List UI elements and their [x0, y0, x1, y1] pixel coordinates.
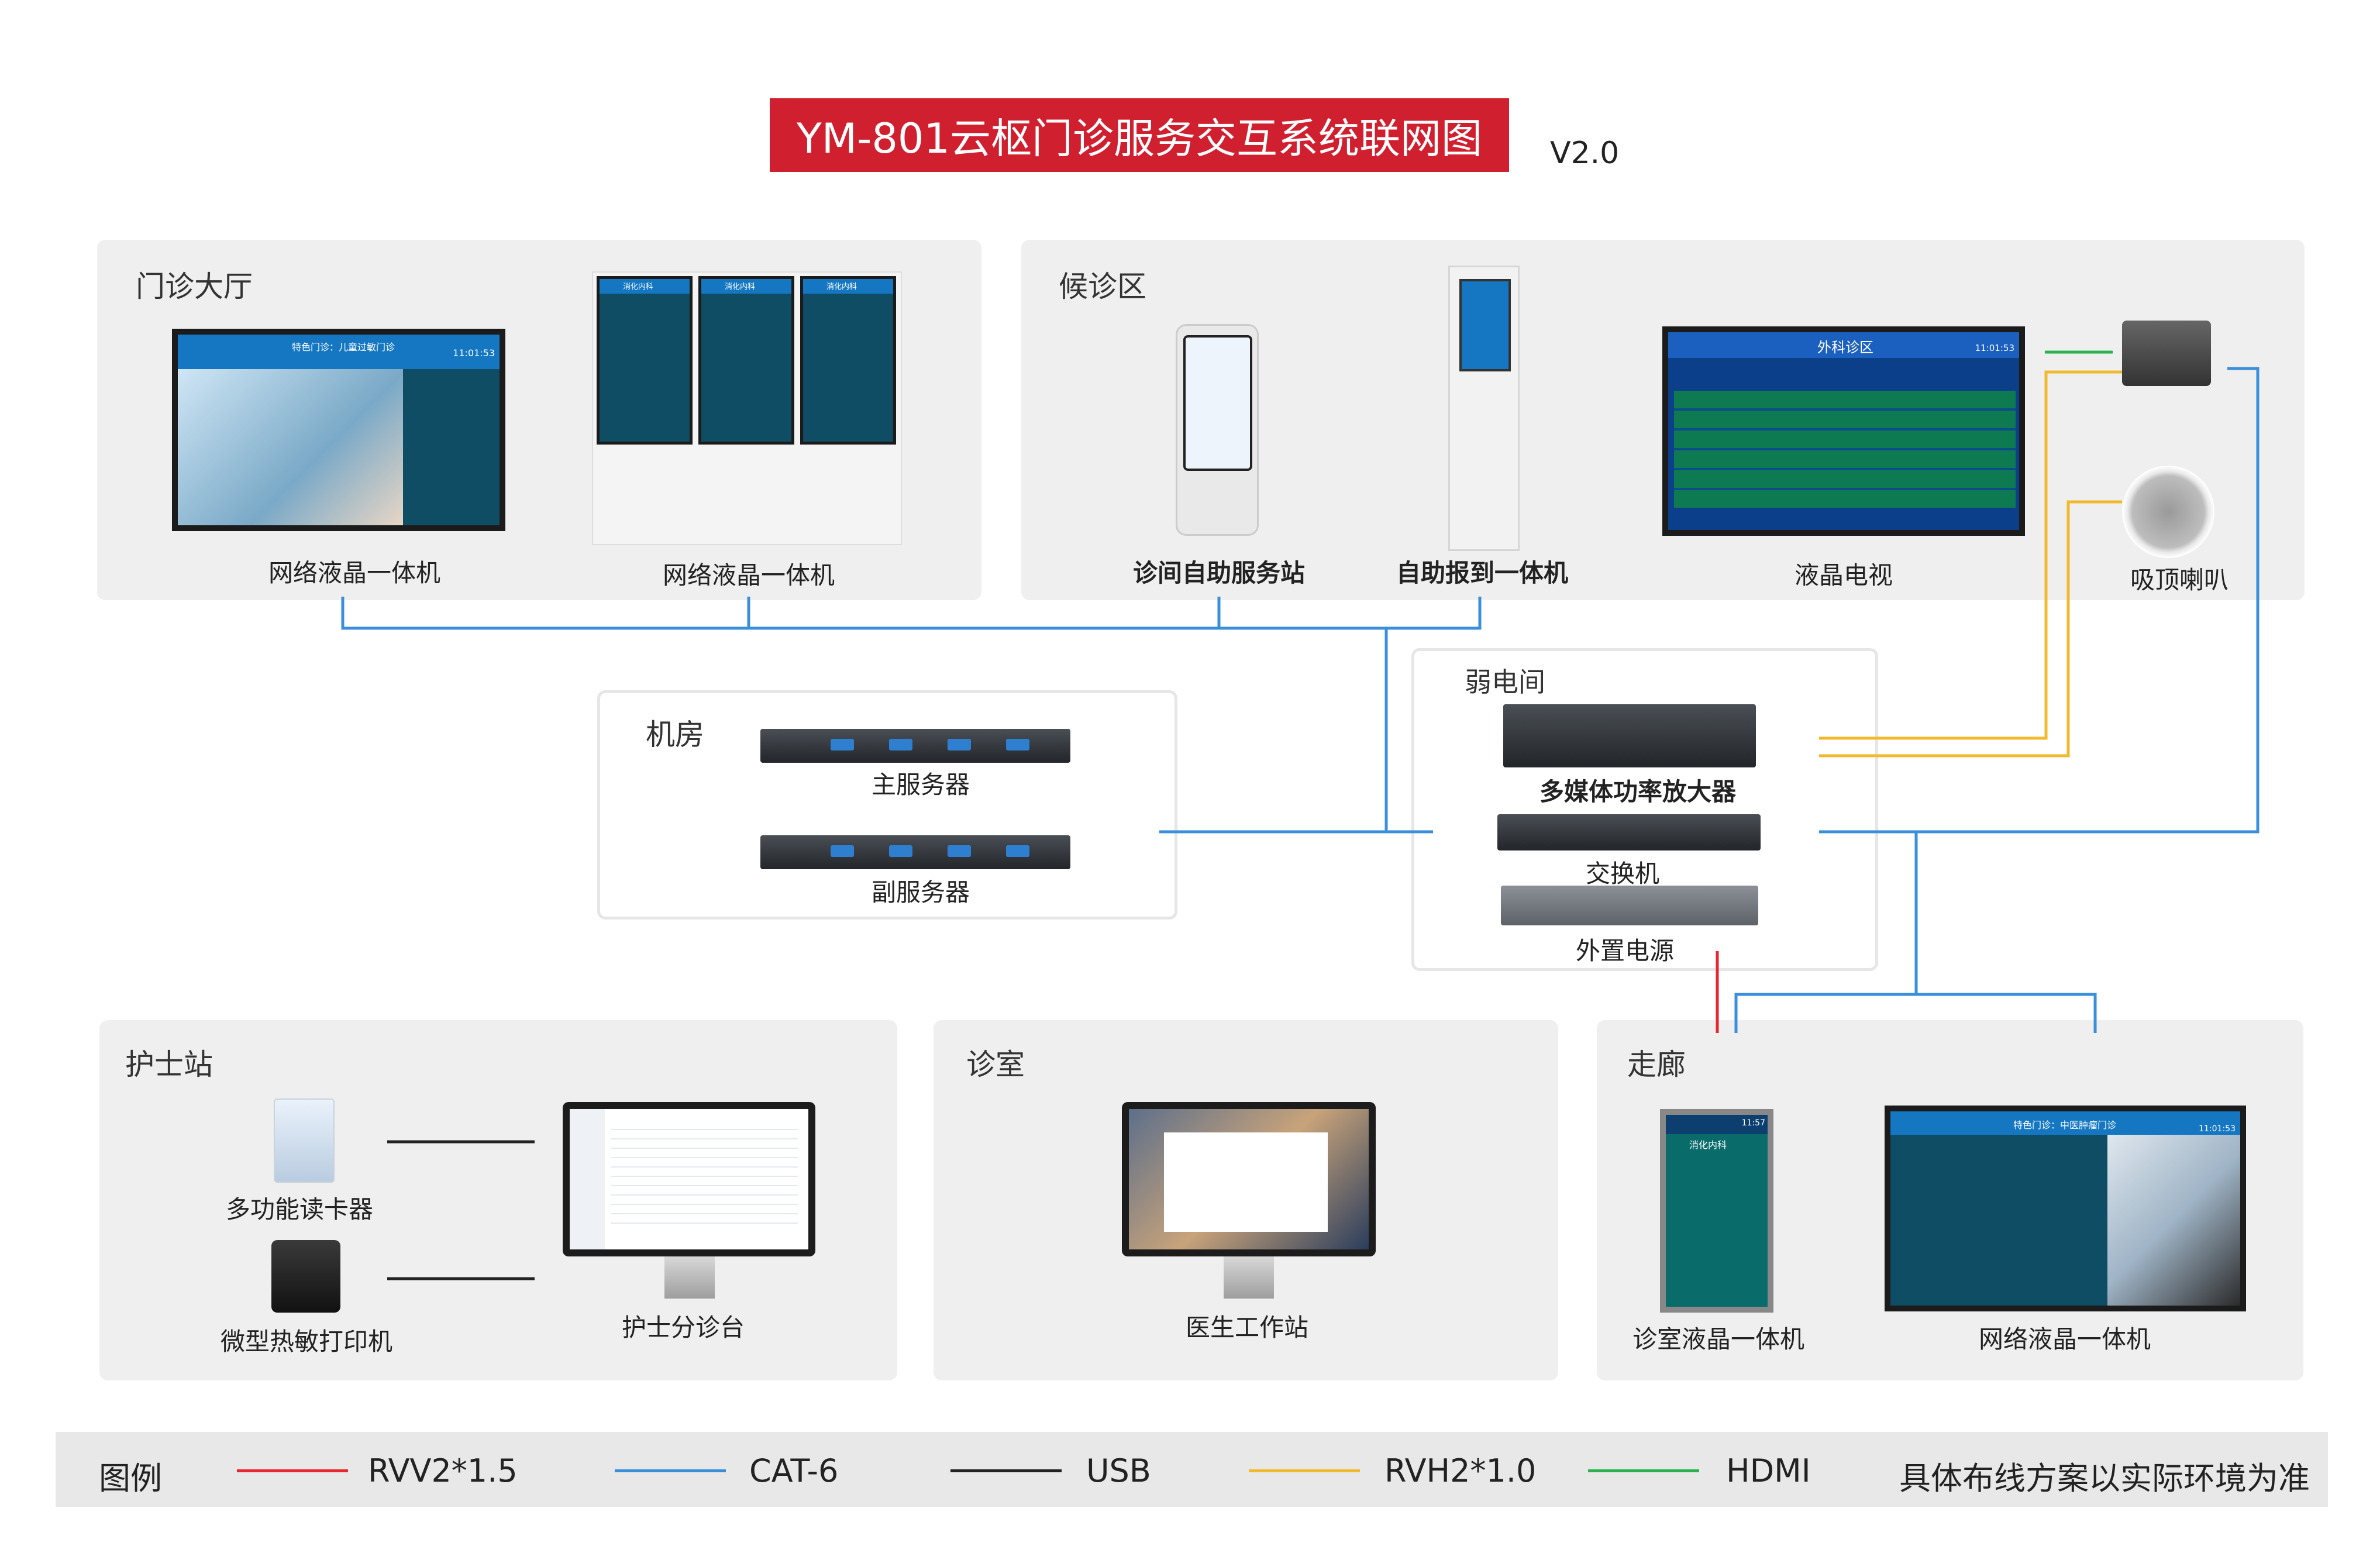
legend-label-cat6: CAT-6	[749, 1452, 839, 1489]
room-lcd-dept: 消化内科	[1689, 1139, 1727, 1151]
checkin-label: 自助报到一体机	[1396, 559, 1569, 587]
diagram-title: YM-801云枢门诊服务交互系统联网图	[770, 98, 1509, 172]
vertical-screen-3: 消化内科	[800, 276, 896, 445]
zone-title-waiting: 候诊区	[1059, 270, 1146, 304]
lobby-lcd-screen-1: 特色门诊：儿童过敏门诊 11:01:53	[172, 329, 505, 531]
doctor-ws-monitor	[1122, 1102, 1376, 1256]
doctor-ws-label: 医生工作站	[1185, 1313, 1309, 1342]
lcd-tv-time: 11:01:53	[1975, 343, 2014, 353]
legend-line-hdmi	[1588, 1469, 1699, 1472]
legend-label-hdmi: HDMI	[1726, 1452, 1811, 1489]
cat6-tv	[1916, 367, 2260, 834]
zone-title-lobby: 门诊大厅	[136, 270, 253, 304]
power-device	[1501, 886, 1758, 925]
cat6-corridor2	[1916, 993, 2097, 1033]
zone-title-nurse-station: 护士站	[125, 1048, 213, 1082]
backup-server-label: 副服务器	[871, 878, 970, 907]
legend-line-rvh	[1249, 1469, 1360, 1472]
doctor-ws-stand	[1224, 1256, 1274, 1299]
triage-stand	[664, 1256, 715, 1299]
room-lcd-label: 诊室液晶一体机	[1632, 1325, 1805, 1354]
room-lcd-time: 11:57	[1741, 1118, 1765, 1128]
kiosk-device	[1176, 324, 1259, 536]
corridor-lcd-label: 网络液晶一体机	[1978, 1325, 2151, 1354]
zone-machine-room	[597, 690, 1177, 920]
legend-line-rvv	[237, 1469, 348, 1472]
rvh-1	[1819, 370, 2129, 740]
room-lcd-screen: 消化内科 11:57	[1660, 1109, 1773, 1313]
vertical-screen-dept-1: 消化内科	[623, 283, 654, 291]
cat6-top-bus	[341, 597, 1482, 630]
checkin-screen	[1459, 279, 1511, 371]
lobby-screen-photo	[178, 369, 403, 525]
lobby-screen-header-text: 特色门诊：儿童过敏门诊	[292, 342, 395, 353]
amplifier-device	[1503, 704, 1756, 767]
switch-label: 交换机	[1585, 859, 1660, 888]
ceiling-speaker-label: 吸顶喇叭	[2130, 566, 2229, 594]
legend-label-rvh: RVH2*1.0	[1384, 1452, 1537, 1489]
legend-label-rvv: RVV2*1.5	[368, 1452, 518, 1489]
cat6-to-switch	[1384, 628, 1433, 834]
switch-device	[1497, 814, 1761, 850]
vertical-screen-1: 消化内科	[597, 276, 693, 445]
card-reader-device	[274, 1099, 335, 1183]
printer-device	[271, 1240, 340, 1313]
vertical-screen-2: 消化内科	[698, 276, 794, 445]
legend-line-usb	[950, 1469, 1062, 1472]
legend-label-usb: USB	[1086, 1452, 1151, 1489]
corridor-lcd-photo	[2107, 1134, 2240, 1306]
checkin-device	[1448, 266, 1520, 551]
zone-title-consult-room: 诊室	[966, 1048, 1025, 1082]
kiosk-screen	[1183, 335, 1252, 471]
zone-title-corridor: 走廊	[1627, 1048, 1686, 1082]
tv-hdmi-box	[2122, 321, 2211, 386]
legend-line-cat6	[615, 1469, 726, 1472]
lobby-lcd-label-2: 网络液晶一体机	[662, 561, 835, 590]
corridor-lcd-time: 11:01:53	[2199, 1124, 2236, 1134]
card-reader-label: 多功能读卡器	[225, 1195, 374, 1224]
backup-server-device	[760, 835, 1070, 869]
amplifier-label: 多媒体功率放大器	[1539, 777, 1737, 806]
corridor-lcd-header: 特色门诊：中医肿瘤门诊	[2013, 1120, 2117, 1131]
main-server-device	[760, 729, 1070, 763]
power-label: 外置电源	[1575, 936, 1675, 965]
corridor-lcd-screen: 特色门诊：中医肿瘤门诊 11:01:53	[1885, 1106, 2246, 1311]
legend-title: 图例	[99, 1460, 162, 1497]
lcd-tv-table	[1674, 391, 2016, 508]
zone-title-weak-room: 弱电间	[1465, 666, 1545, 698]
legend-note: 具体布线方案以实际环境为准	[1899, 1460, 2310, 1497]
ceiling-speaker-device	[2122, 466, 2214, 558]
lobby-screen-time: 11:01:53	[453, 347, 495, 359]
lobby-screen-header	[178, 335, 500, 369]
lobby-lcd-label-1: 网络液晶一体机	[268, 559, 441, 587]
kiosk-label: 诊间自助服务站	[1132, 559, 1306, 587]
lobby-triple-display: 消化内科 消化内科 消化内科	[592, 271, 902, 545]
lcd-tv-label: 液晶电视	[1794, 561, 1893, 590]
lcd-tv-screen: 外科诊区 11:01:53	[1662, 326, 2025, 536]
triage-monitor	[563, 1102, 815, 1256]
legend-bar: 图例 RVV2*1.5 CAT-6 USB RVH2*1.0 HDMI 具体布线…	[56, 1432, 2328, 1507]
version-label: V2.0	[1550, 136, 1620, 171]
cat6-right	[1734, 830, 1918, 1033]
vertical-screen-dept-2: 消化内科	[725, 283, 756, 291]
triage-label: 护士分诊台	[621, 1313, 745, 1342]
zone-title-machine-room: 机房	[646, 718, 704, 752]
main-server-label: 主服务器	[871, 770, 970, 799]
rvh-2	[1819, 500, 2122, 757]
lcd-tv-header: 外科诊区	[1817, 339, 1873, 356]
vertical-screen-dept-3: 消化内科	[826, 283, 857, 291]
printer-label: 微型热敏打印机	[220, 1327, 393, 1356]
